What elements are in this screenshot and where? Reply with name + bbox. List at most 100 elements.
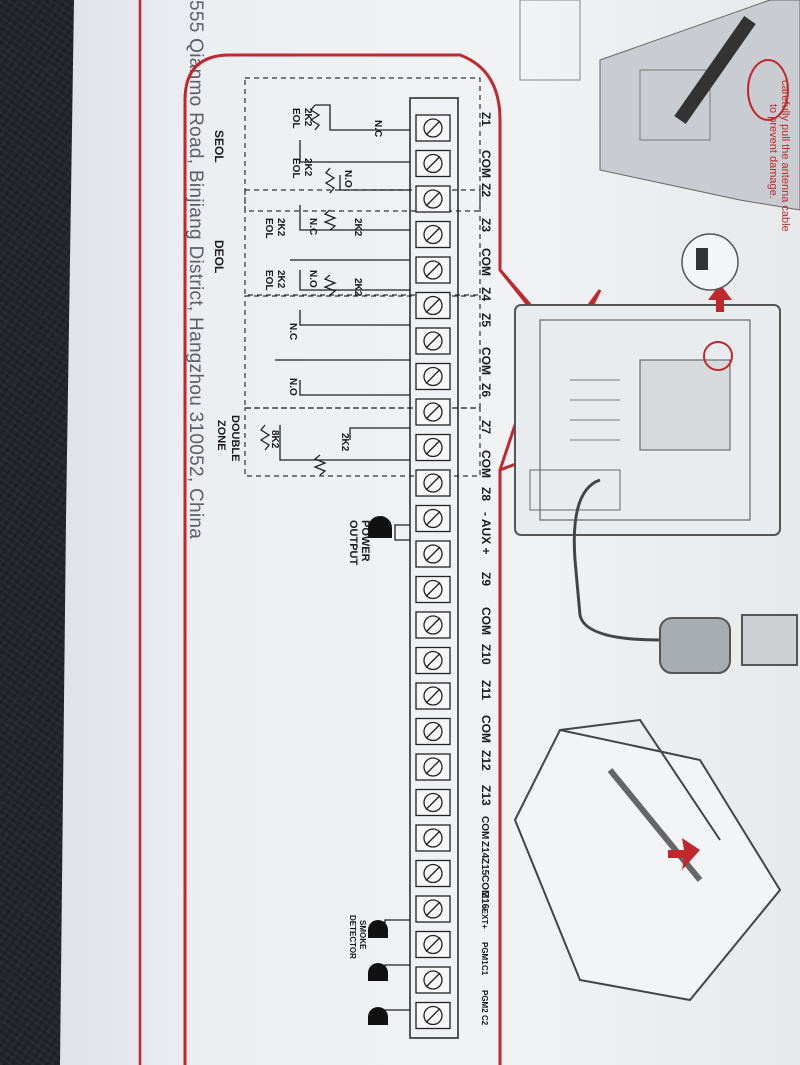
terminal-label: Z16 — [479, 892, 490, 910]
label-2k2-3: 2K2 — [352, 218, 363, 237]
label-2k2-1: 2K2 — [302, 108, 313, 127]
power-output-led — [368, 516, 410, 541]
terminal-label: - AUX + — [479, 512, 493, 555]
terminal-label: Z14 — [479, 841, 490, 859]
label-double: DOUBLE — [229, 415, 241, 461]
terminal-label: COM — [479, 607, 493, 635]
screw-head — [423, 544, 443, 564]
screw-head — [423, 366, 443, 387]
smoke-detector-leds — [368, 919, 410, 1025]
screw-slot — [425, 688, 441, 704]
red-arrow — [708, 284, 732, 312]
terminal-label: Z1 — [479, 112, 493, 126]
top-pcb-photo — [519, 0, 800, 211]
seol-wiring — [299, 104, 410, 194]
screw-head — [423, 686, 443, 706]
screw-head — [423, 1005, 443, 1026]
terminal-label: PGM1 — [480, 942, 489, 965]
screw-slot — [425, 901, 441, 917]
screw-slot — [425, 724, 441, 739]
screw-slot — [425, 546, 441, 562]
terminal-label: Z15 — [479, 858, 490, 876]
screw-slot — [425, 227, 441, 242]
label-output: OUTPUT — [347, 520, 359, 566]
label-seol: SEOL — [212, 130, 226, 163]
screw-slot — [425, 120, 441, 136]
label-no-3: N.O — [287, 378, 298, 396]
screw-slot — [425, 262, 441, 278]
terminal-label: Z11 — [479, 680, 493, 700]
screw-head — [423, 473, 443, 493]
screw-head — [423, 615, 443, 635]
label-no-2: N.O — [307, 270, 318, 288]
enclosure-illustration — [513, 718, 782, 1002]
screw-slot — [425, 156, 441, 171]
screw-slot — [425, 972, 441, 988]
nc-no-box — [244, 295, 481, 409]
screw-head — [423, 899, 443, 919]
label-detector: DETECTOR — [348, 915, 357, 959]
terminal-label: Z12 — [479, 750, 493, 771]
terminal-label: COM — [479, 347, 493, 375]
deol-wiring — [290, 205, 410, 296]
warning-line-1: carefully pull the antenna cable — [779, 80, 791, 232]
terminal-label: COM — [479, 150, 493, 178]
label-2k2-4: 2K2 — [275, 218, 286, 237]
screw-head — [423, 189, 443, 209]
label-2k2-6: 2K2 — [275, 270, 286, 289]
screw-slot — [425, 866, 441, 881]
screw-head — [423, 331, 443, 351]
terminal-label: COM — [479, 875, 490, 898]
screw-head — [423, 579, 443, 600]
label-zone: ZONE — [215, 420, 227, 451]
diagram-frame — [183, 53, 602, 1065]
screw-slot — [425, 795, 441, 810]
label-eol-3: EOL — [263, 218, 274, 239]
terminal-label: COM — [479, 715, 493, 743]
screw-slot — [425, 582, 441, 597]
screw-slot — [425, 830, 441, 846]
warning-line-2: to prevent damage. — [767, 104, 779, 199]
label-power: POWER — [359, 520, 371, 562]
terminal-label: C1 — [480, 965, 489, 976]
terminal-block — [409, 97, 459, 1039]
terminal-label: Z8 — [479, 487, 493, 501]
seol-box — [244, 77, 481, 212]
double-zone-wiring — [259, 424, 410, 476]
terminal-label: Z9 — [479, 572, 493, 586]
label-deol: DEOL — [212, 240, 226, 273]
terminal-label: Z13 — [479, 785, 493, 806]
screw-head — [423, 757, 443, 777]
screw-slot — [425, 617, 441, 633]
screw-head — [423, 792, 443, 813]
screw-slot — [425, 1008, 441, 1023]
screw-slot — [425, 653, 441, 668]
terminal-screws — [415, 114, 451, 1030]
label-eol-4: EOL — [263, 270, 274, 291]
antenna-detail-circle — [681, 233, 739, 291]
terminal-label: COM — [479, 816, 490, 839]
label-smoke: SMOKE — [358, 920, 367, 950]
label-eol-2: EOL — [290, 158, 301, 179]
screw-head — [423, 828, 443, 848]
terminal-label: -EXT+ — [480, 906, 489, 929]
terminal-label: COM — [479, 450, 493, 478]
pcb-illustration — [514, 304, 781, 536]
screw-slot — [425, 511, 441, 526]
terminal-label: Z5 — [479, 313, 493, 327]
nc-no-wiring — [275, 310, 410, 396]
screw-head — [423, 153, 443, 174]
connector-plug — [741, 614, 798, 666]
terminal-label: PGM2 — [480, 990, 489, 1013]
screw-slot — [425, 404, 441, 420]
screw-head — [423, 402, 443, 422]
terminal-label: Z10 — [479, 644, 493, 665]
screw-slot — [425, 937, 441, 952]
screw-head — [423, 260, 443, 280]
screw-head — [423, 437, 443, 458]
double-zone-box — [244, 407, 481, 477]
screw-head — [423, 721, 443, 742]
terminal-label: Z7 — [479, 420, 493, 434]
label-2k2-2: 2K2 — [302, 158, 313, 177]
